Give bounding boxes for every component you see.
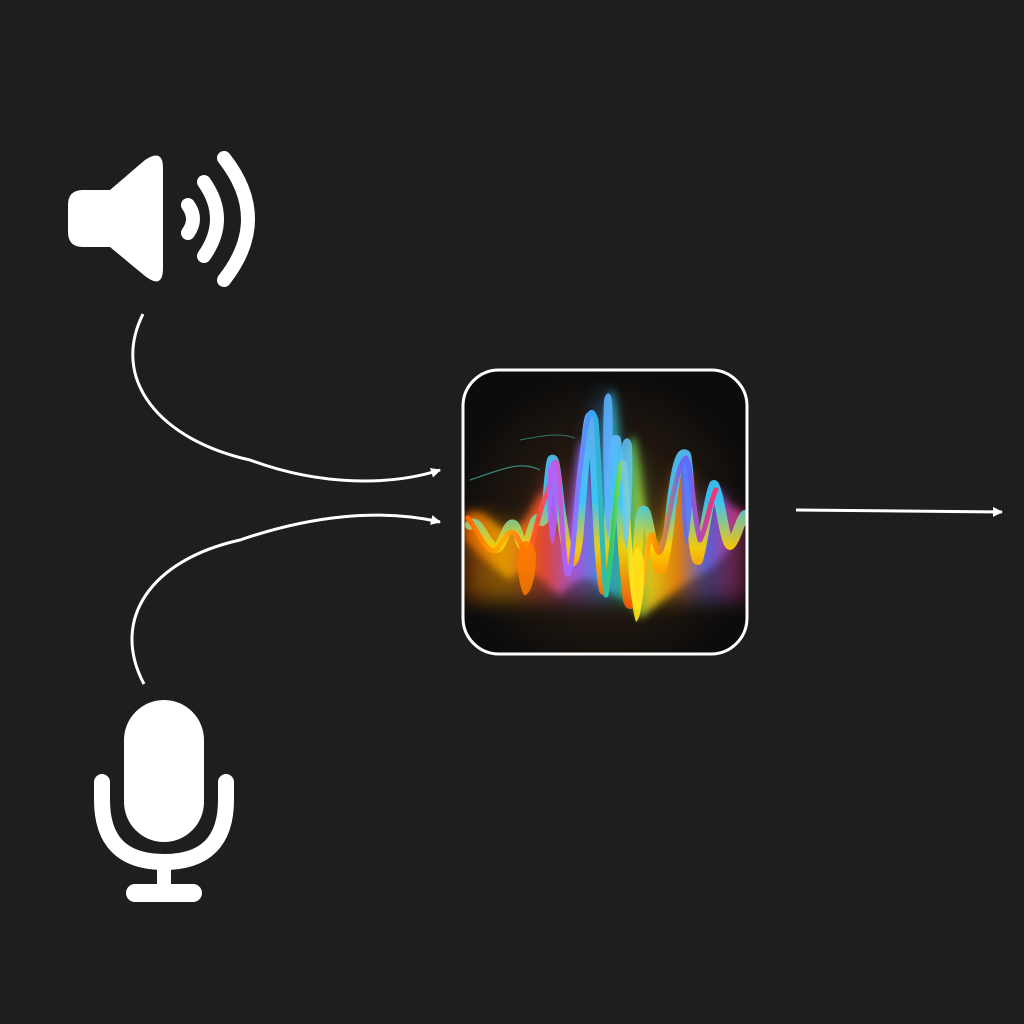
speaker-to-processor-arrow xyxy=(131,313,441,483)
processor-border xyxy=(461,368,749,656)
microphone-to-processor-arrow xyxy=(130,513,441,685)
audio-processor-node xyxy=(461,368,749,656)
speaker-icon xyxy=(68,151,255,287)
output-arrow xyxy=(795,506,1003,517)
microphone-icon xyxy=(94,700,234,902)
waveform-icon xyxy=(465,390,747,622)
